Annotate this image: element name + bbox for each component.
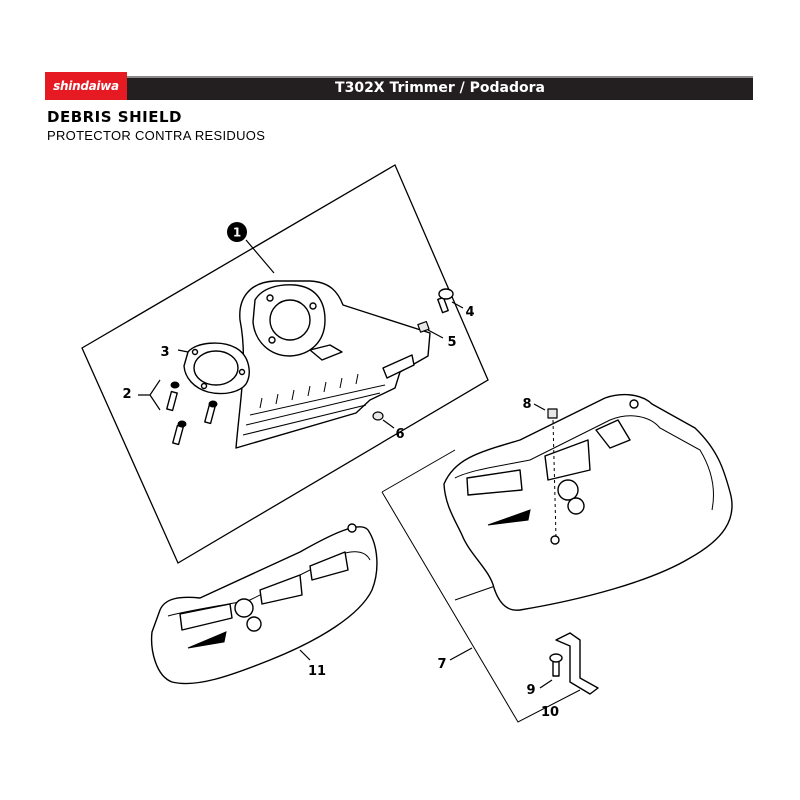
leader-5: [427, 329, 444, 339]
part-2-screws: [166, 381, 218, 446]
part-3-gasket: [183, 342, 250, 395]
shield11-arrow: [187, 631, 227, 649]
part-8-nut: [547, 408, 558, 419]
shield11-slot: [309, 551, 349, 581]
title-bar: [127, 76, 753, 100]
shield11-slot: [259, 574, 303, 605]
arrow-mark: [487, 509, 531, 526]
part-4-bolt: [437, 288, 454, 314]
callout-10: 10: [541, 705, 559, 720]
gasket-hole: [238, 368, 246, 376]
screw: [172, 420, 187, 446]
gasket-bore: [193, 350, 239, 386]
callout-6: 6: [395, 427, 404, 442]
callout-1: 1: [233, 226, 241, 240]
shield-clip: [595, 419, 631, 449]
kit-frame-7-mid: [454, 584, 499, 601]
metal-shield-plate: [235, 280, 431, 449]
shield-emblem: [557, 479, 579, 501]
callout-1-badge: [227, 222, 247, 242]
callout-11: 11: [308, 664, 326, 679]
part-7-plastic-shield: [443, 393, 733, 611]
callout-3: 3: [160, 345, 169, 360]
shield-rim-line: [454, 415, 714, 511]
shield11-emblem: [234, 598, 254, 618]
plate-rib: [249, 384, 386, 416]
callout-4: 4: [465, 305, 474, 320]
callout-8: 8: [522, 397, 531, 412]
leader-7: [449, 647, 473, 661]
leader-1: [245, 239, 275, 274]
shield11-hole: [347, 523, 357, 533]
callout-5: 5: [447, 335, 456, 350]
shield11-rim: [167, 551, 371, 617]
shield11-emblem: [246, 616, 262, 632]
leader-9: [539, 679, 553, 689]
screw: [166, 381, 180, 412]
shield-nut-hole: [550, 535, 560, 545]
leader-3: [177, 349, 189, 353]
brand-badge: [45, 72, 127, 100]
callout-9: 9: [526, 683, 535, 698]
header-bar: shindaiwa T302X Trimmer / Podadora: [45, 72, 753, 100]
hub-bolt-hole: [266, 294, 274, 302]
plate-tab: [382, 354, 415, 379]
part-6-nut: [372, 411, 384, 421]
gasket-hole: [191, 348, 199, 356]
hub-bore: [269, 299, 311, 341]
leader-11: [299, 649, 311, 661]
shield-slot: [466, 469, 523, 496]
leader-4: [451, 301, 464, 309]
shield-body: [443, 393, 733, 611]
kit-frame-7-top: [381, 449, 456, 493]
brand-logo: shindaiwa: [53, 79, 119, 93]
screw: [204, 400, 218, 425]
hub-bolt-hole: [268, 336, 276, 344]
callout-2: 2: [122, 387, 131, 402]
part-11-plastic-shield: [150, 523, 378, 685]
shield-window: [544, 439, 591, 481]
shield11-slot: [179, 603, 233, 631]
shield-emblem: [567, 497, 585, 515]
plate-boss: [309, 344, 343, 361]
leader-6: [382, 419, 395, 429]
plate-slots: [259, 373, 359, 409]
shield-screw-hole: [629, 399, 639, 409]
plate-rib: [245, 392, 381, 426]
section-subtitle: PROTECTOR CONTRA RESIDUOS: [47, 128, 266, 143]
assembly-line: [552, 419, 557, 539]
callout-7: 7: [437, 657, 446, 672]
section-title: DEBRIS SHIELD: [47, 108, 182, 126]
part-10-bracket: [555, 632, 599, 695]
leader-8: [533, 403, 546, 411]
gasket-hole: [200, 382, 208, 390]
plate-rib: [242, 404, 367, 436]
part-9-bolt: [549, 653, 563, 677]
leader-2: [138, 379, 161, 411]
kit-frame-7-edge: [381, 491, 581, 723]
part-5-nut: [417, 320, 430, 333]
hub-bolt-hole: [309, 302, 317, 310]
model-title: T302X Trimmer / Podadora: [335, 80, 545, 96]
